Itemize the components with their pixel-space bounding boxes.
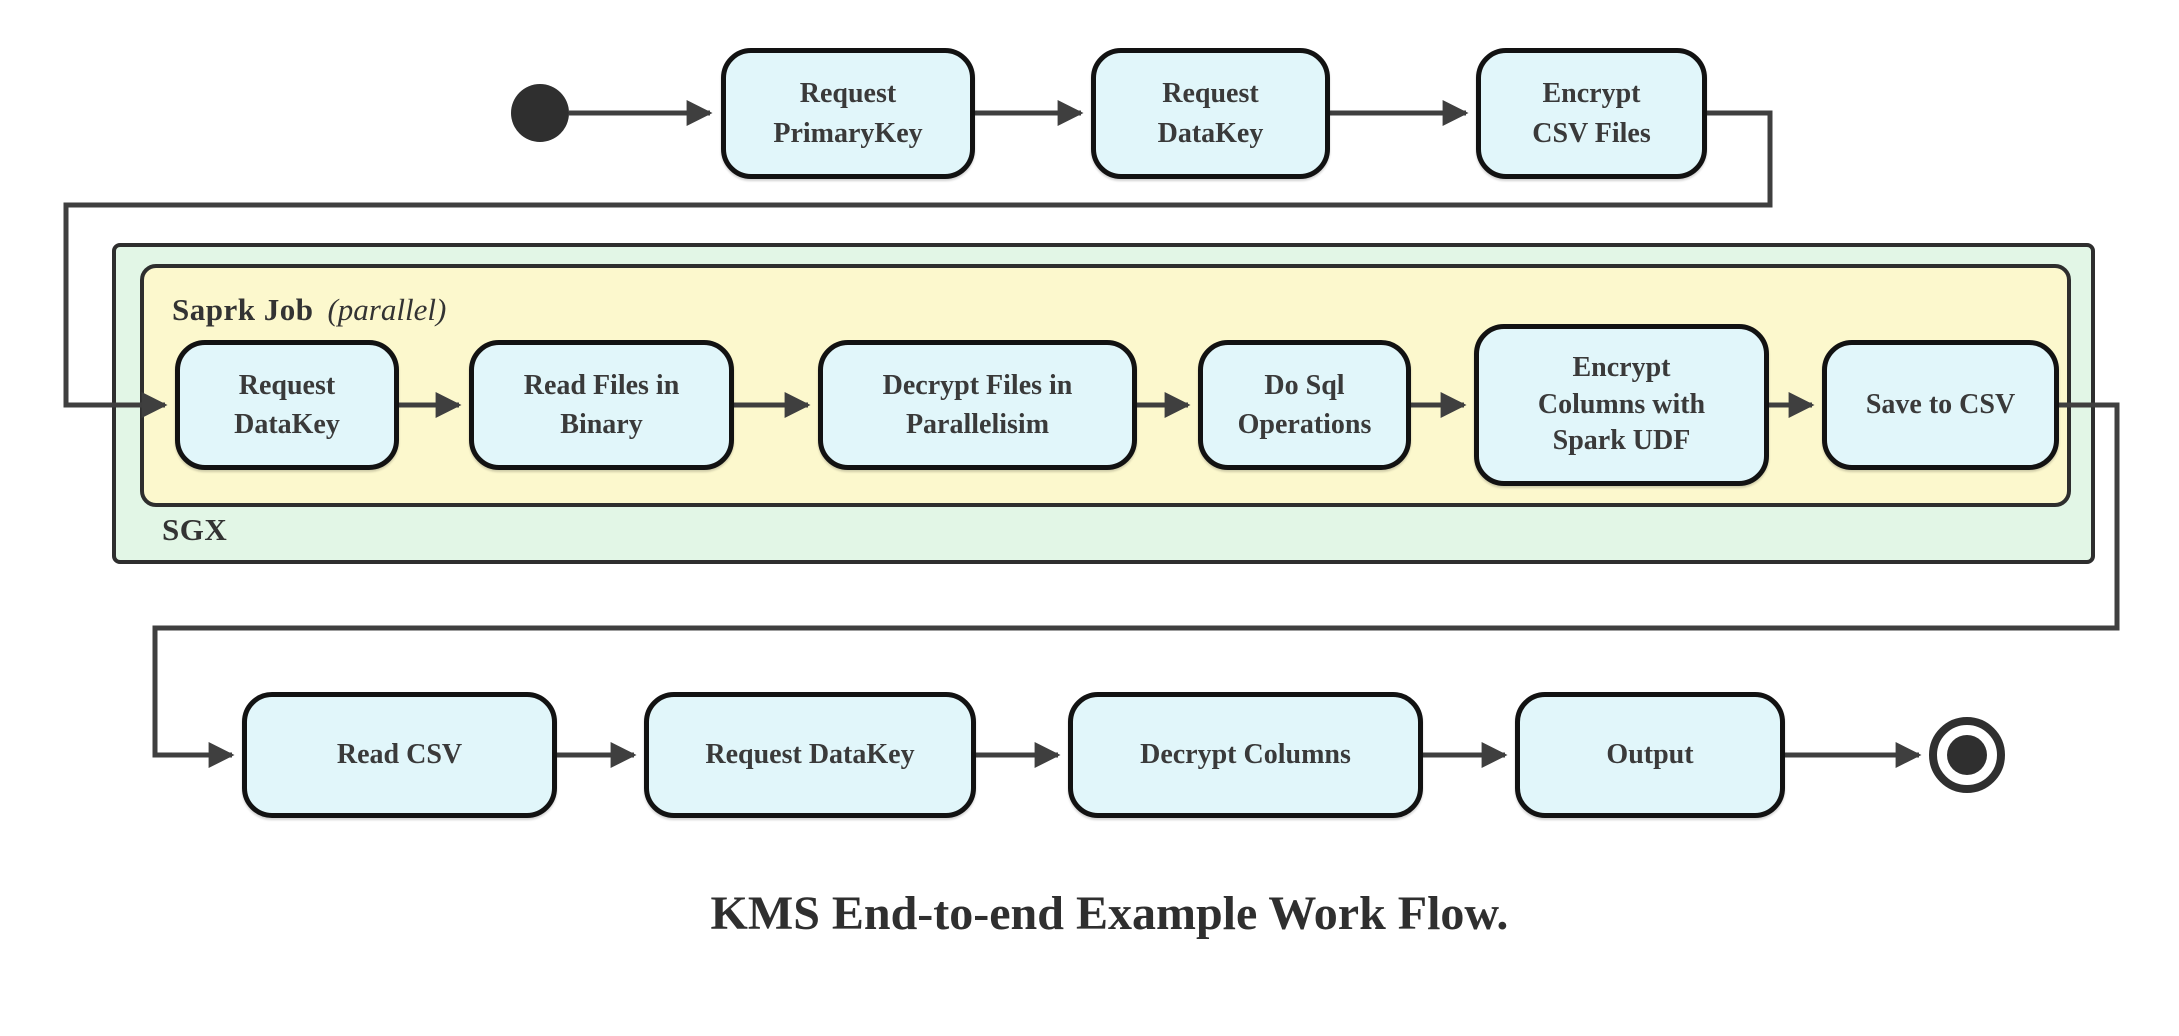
node-label: Do Sql Operations — [1237, 369, 1372, 440]
node-label: Output — [1606, 739, 1694, 771]
diagram-caption: KMS End-to-end Example Work Flow. — [710, 887, 1509, 940]
node-request-datakey-inner: Request DataKey — [175, 340, 399, 470]
node-request-datakey-bottom: Request DataKey — [644, 692, 976, 818]
node-read-files-binary: Read Files in Binary — [469, 340, 734, 470]
node-encrypt-columns-udf: Encrypt Columns with Spark UDF — [1474, 324, 1769, 486]
node-label: Read Files in Binary — [523, 369, 680, 440]
node-request-primarykey: Request PrimaryKey — [721, 48, 975, 179]
node-label: Decrypt Files in Parallelisim — [882, 369, 1073, 440]
node-label: Encrypt Columns with Spark UDF — [1537, 352, 1706, 457]
node-output: Output — [1515, 692, 1785, 818]
node-do-sql-operations: Do Sql Operations — [1198, 340, 1411, 470]
sgx-label: SGX — [162, 512, 227, 548]
node-label: Request DataKey — [705, 739, 915, 771]
spark-job-parallel-qualifier: (parallel) — [327, 292, 447, 327]
node-save-to-csv: Save to CSV — [1822, 340, 2059, 470]
spark-job-label: Saprk Job (parallel) — [172, 292, 446, 328]
node-label: Save to CSV — [1865, 389, 2016, 421]
node-encrypt-csv-files: Encrypt CSV Files — [1476, 48, 1707, 179]
node-label: Request PrimaryKey — [773, 78, 923, 149]
node-decrypt-columns: Decrypt Columns — [1068, 692, 1423, 818]
end-state-inner-dot — [1947, 735, 1987, 775]
node-read-csv: Read CSV — [242, 692, 557, 818]
node-label: Encrypt CSV Files — [1532, 78, 1651, 149]
end-state-node — [1929, 717, 2005, 793]
edge-save-csv-to-read-csv — [152, 402, 2120, 768]
sgx-label-text: SGX — [162, 512, 228, 547]
node-label: Request DataKey — [234, 369, 340, 440]
node-decrypt-files-parallelism: Decrypt Files in Parallelisim — [818, 340, 1137, 470]
node-request-datakey-top: Request DataKey — [1091, 48, 1330, 179]
node-label: Request DataKey — [1157, 78, 1264, 149]
node-label: Read CSV — [336, 739, 463, 771]
start-state-node — [511, 84, 569, 142]
edge-encrypt-csv-to-inner-request-datakey — [63, 110, 1773, 418]
spark-job-label-text: Saprk Job — [172, 292, 314, 327]
node-label: Decrypt Columns — [1140, 739, 1351, 771]
